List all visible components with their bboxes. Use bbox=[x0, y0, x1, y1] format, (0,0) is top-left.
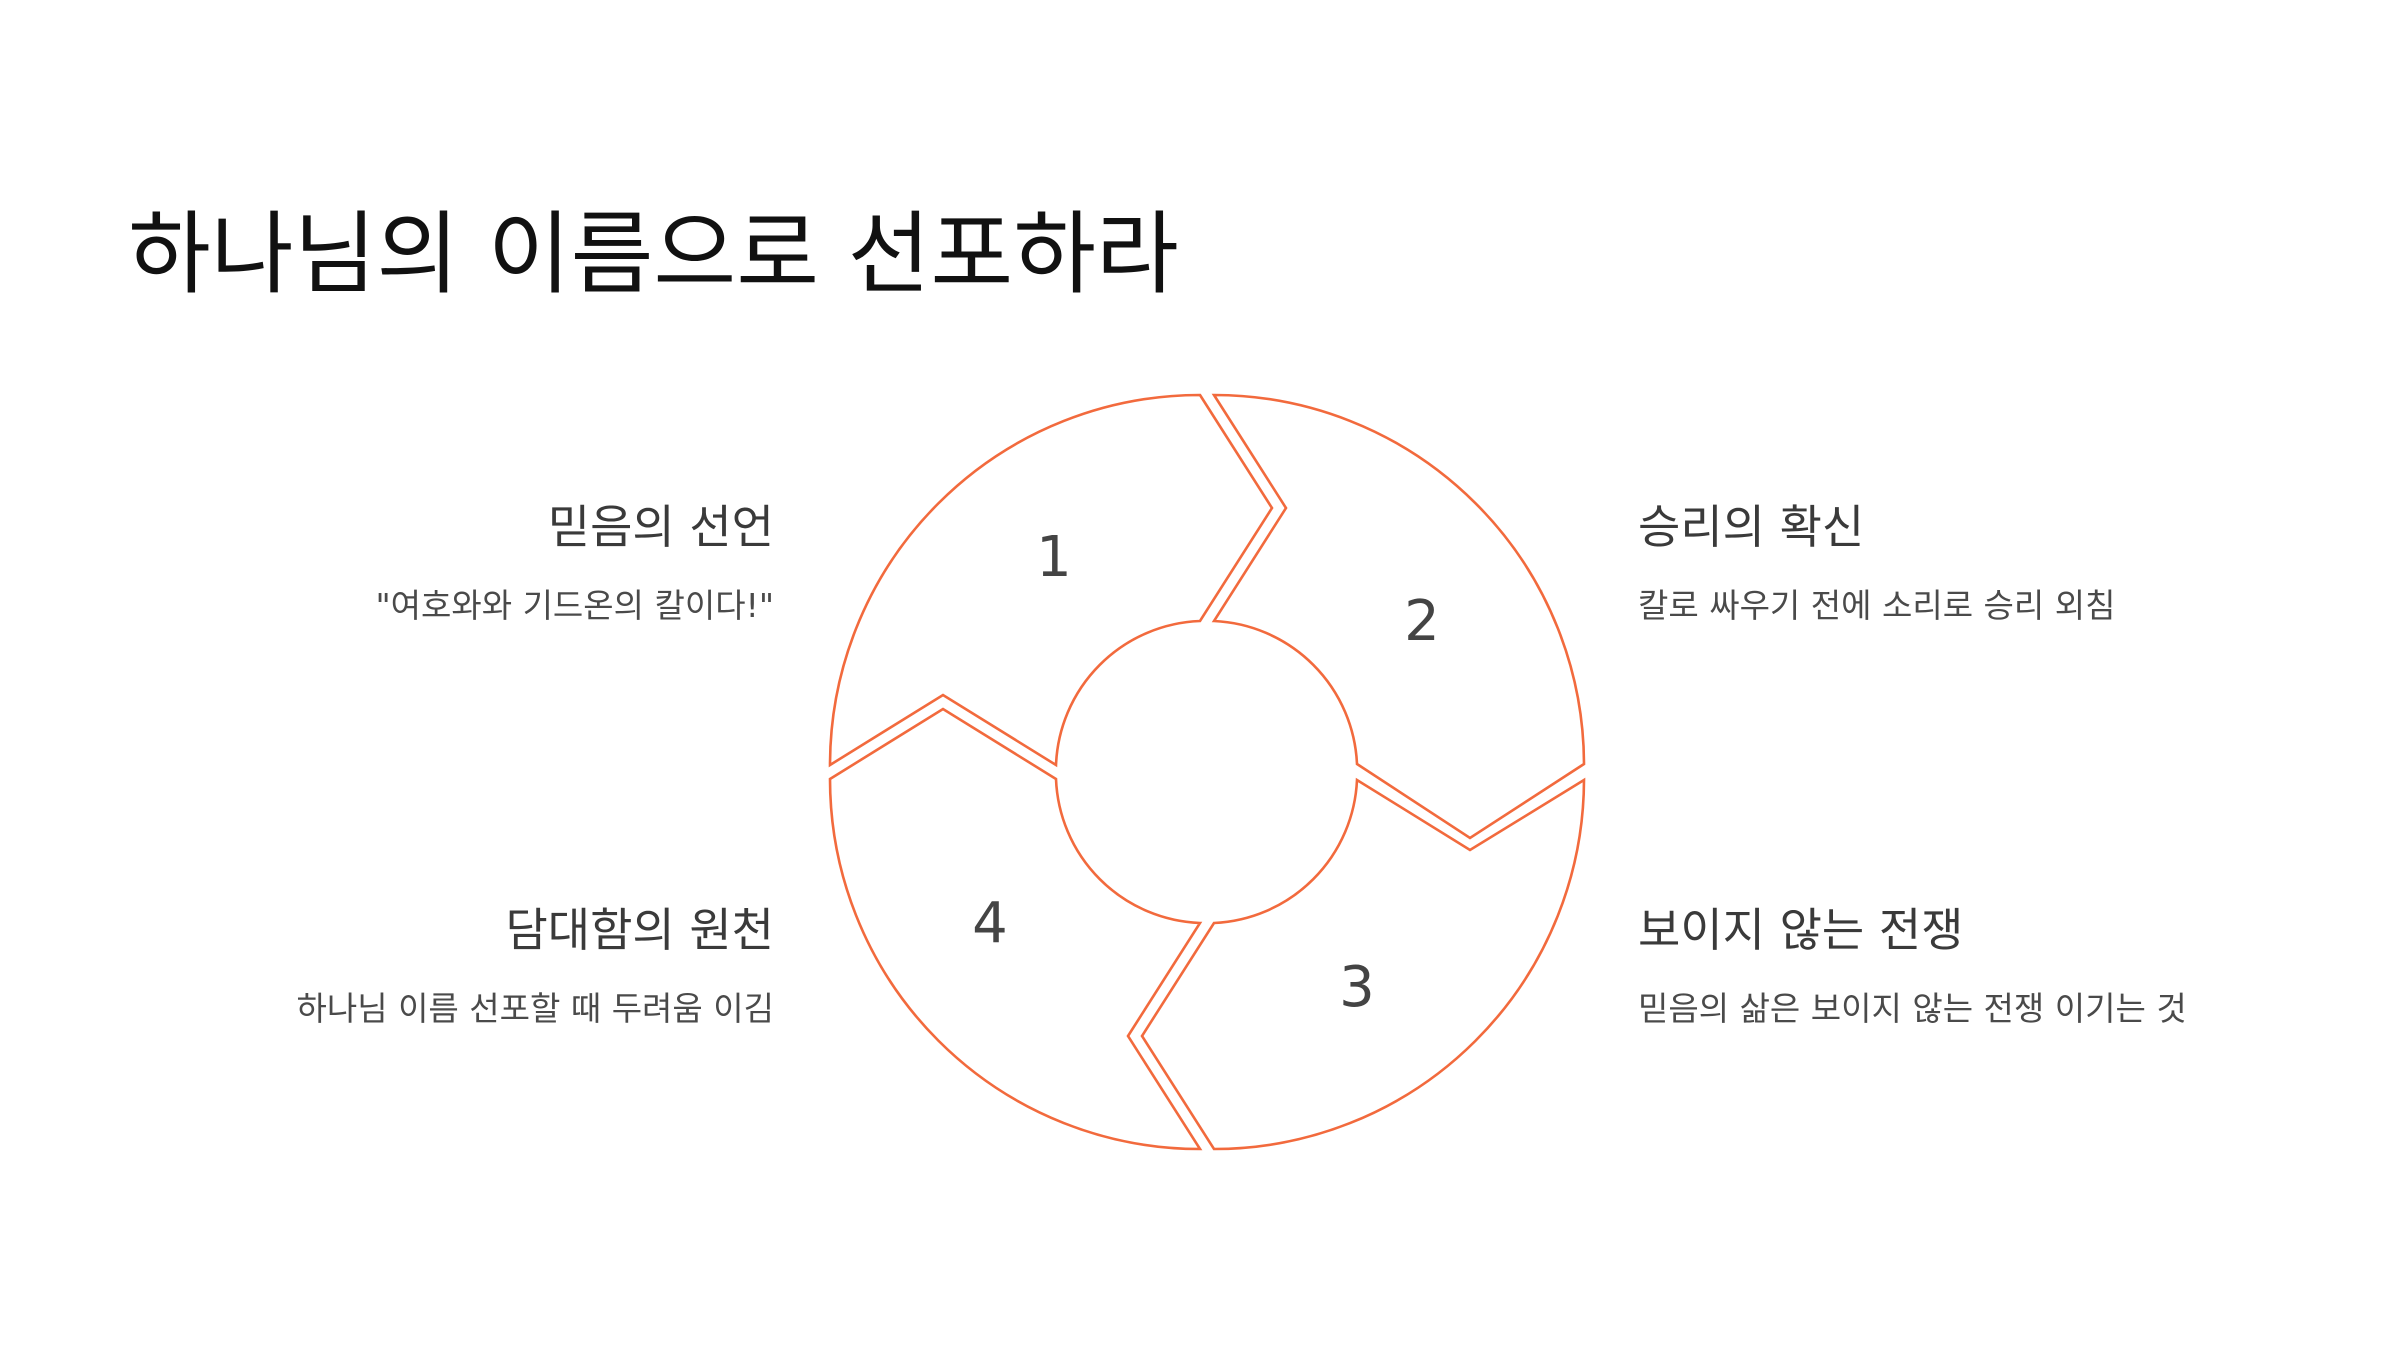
step-2-description: 칼로 싸우기 전에 소리로 승리 외침 bbox=[1638, 586, 2116, 625]
step-4-text: 담대함의 원천 하나님 이름 선포할 때 두려움 이김 bbox=[214, 900, 775, 1032]
step-1-description: "여호와와 기드온의 칼이다!" bbox=[375, 586, 774, 625]
step-1-heading: 믿음의 선언 bbox=[547, 500, 774, 554]
cycle-segment-1 bbox=[828, 393, 1274, 768]
step-4-number: 4 bbox=[972, 891, 1008, 956]
step-3-heading: 보이지 않는 전쟁 bbox=[1638, 903, 1964, 957]
step-3-number: 3 bbox=[1339, 955, 1375, 1020]
step-4-heading: 담대함의 원천 bbox=[505, 903, 774, 957]
cycle-segment-3 bbox=[1140, 777, 1586, 1151]
step-3-description: 믿음의 삶은 보이지 않는 전쟁 이기는 것 bbox=[1638, 989, 2187, 1028]
page-title: 하나님의 이름으로 선포하라 bbox=[128, 202, 1179, 307]
step-3-text: 보이지 않는 전쟁 믿음의 삶은 보이지 않는 전쟁 이기는 것 bbox=[1638, 900, 2198, 1032]
step-4-description: 하나님 이름 선포할 때 두려움 이김 bbox=[296, 989, 775, 1028]
step-2-heading: 승리의 확신 bbox=[1638, 500, 1865, 554]
cycle-segment-2 bbox=[1211, 393, 1586, 840]
cycle-segment-4 bbox=[828, 707, 1203, 1151]
step-2-number: 2 bbox=[1404, 589, 1440, 654]
step-1-number: 1 bbox=[1036, 525, 1072, 590]
step-1-text: 믿음의 선언 "여호와와 기드온의 칼이다!" bbox=[214, 497, 774, 629]
step-2-text: 승리의 확신 칼로 싸우기 전에 소리로 승리 외침 bbox=[1638, 497, 2198, 629]
